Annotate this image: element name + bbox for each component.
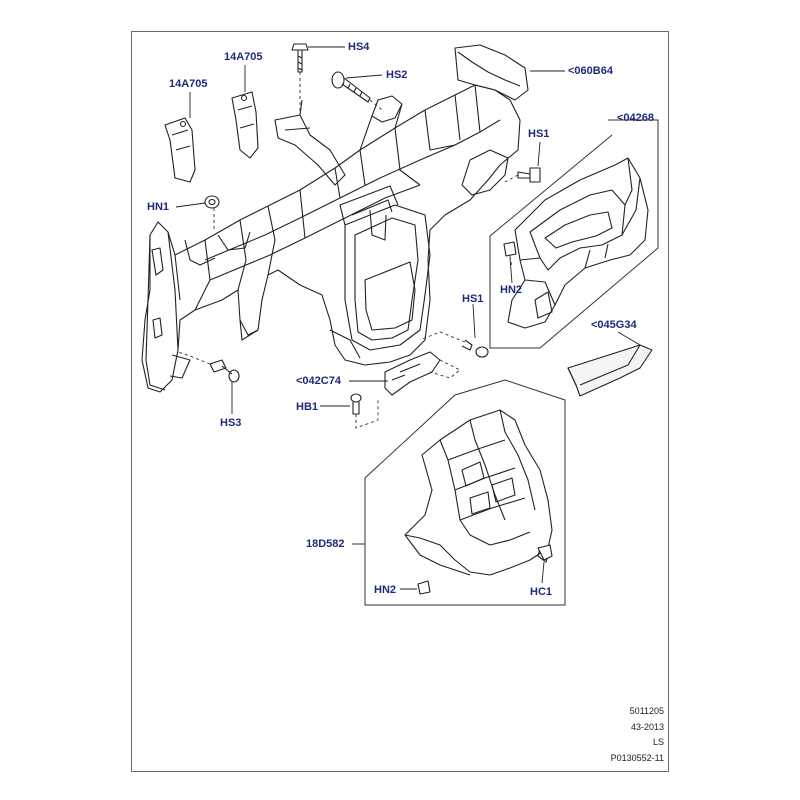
nut-hn2-right bbox=[503, 241, 517, 257]
cross-car-beam bbox=[141, 44, 529, 393]
bolt-hs1-top bbox=[517, 167, 541, 183]
callout-hn2-bottom: HN2 bbox=[374, 584, 397, 596]
callout-060b64: <060B64 bbox=[568, 65, 613, 77]
bolt-hs2 bbox=[331, 71, 371, 103]
callout-hs1-top: HS1 bbox=[528, 128, 550, 140]
bolt-hb1 bbox=[350, 393, 362, 415]
leader-hs1-mid bbox=[472, 303, 476, 339]
callout-hs2: HS2 bbox=[386, 69, 408, 81]
callout-18d582: 18D582 bbox=[306, 538, 345, 550]
leader-045g34 bbox=[617, 331, 641, 346]
nut-hn2-bottom bbox=[417, 580, 431, 595]
box-18d582 bbox=[364, 379, 566, 606]
callout-hs3: HS3 bbox=[220, 417, 242, 429]
callout-042c74: <042C74 bbox=[296, 375, 341, 387]
leader-hs2 bbox=[345, 74, 383, 79]
callout-hn2-right: HN2 bbox=[500, 284, 523, 296]
callout-14a705-left: 14A705 bbox=[169, 78, 208, 90]
callout-045g34: <045G34 bbox=[591, 319, 637, 331]
callout-hb1: HB1 bbox=[296, 401, 319, 413]
leader-hc1 bbox=[541, 561, 545, 584]
callout-14a705-right: 14A705 bbox=[224, 51, 263, 63]
leader-hn1 bbox=[175, 202, 206, 208]
callout-hs4: HS4 bbox=[348, 41, 370, 53]
box-04268 bbox=[489, 119, 659, 349]
clip-hc1 bbox=[537, 544, 553, 561]
right-upper-bracket bbox=[507, 157, 649, 329]
footer-ref-3: LS bbox=[652, 737, 664, 747]
center-console bbox=[404, 409, 553, 576]
diagram-frame bbox=[131, 31, 669, 772]
footer-ref-2: 43-2013 bbox=[630, 722, 664, 732]
footer-ref-1: 5011205 bbox=[629, 706, 664, 716]
callout-hc1: HC1 bbox=[530, 586, 553, 598]
leader-hs1-top bbox=[537, 141, 541, 167]
glovebox-cover bbox=[567, 344, 653, 397]
bolt-hs4 bbox=[291, 43, 309, 73]
nut-hn1 bbox=[204, 195, 220, 209]
bolt-hs3 bbox=[209, 359, 240, 383]
callout-hs1-mid: HS1 bbox=[462, 293, 484, 305]
callout-04268: <04268 bbox=[617, 112, 655, 124]
callout-hn1: HN1 bbox=[147, 201, 170, 213]
bracket-14a705-right bbox=[231, 91, 259, 159]
footer-ref-4: P0130552-11 bbox=[610, 753, 664, 763]
bolt-hs1-mid bbox=[461, 339, 489, 358]
leader-hn2-right bbox=[509, 257, 513, 284]
bracket-14a705-left bbox=[164, 117, 196, 183]
bracket-042c74 bbox=[384, 351, 441, 396]
